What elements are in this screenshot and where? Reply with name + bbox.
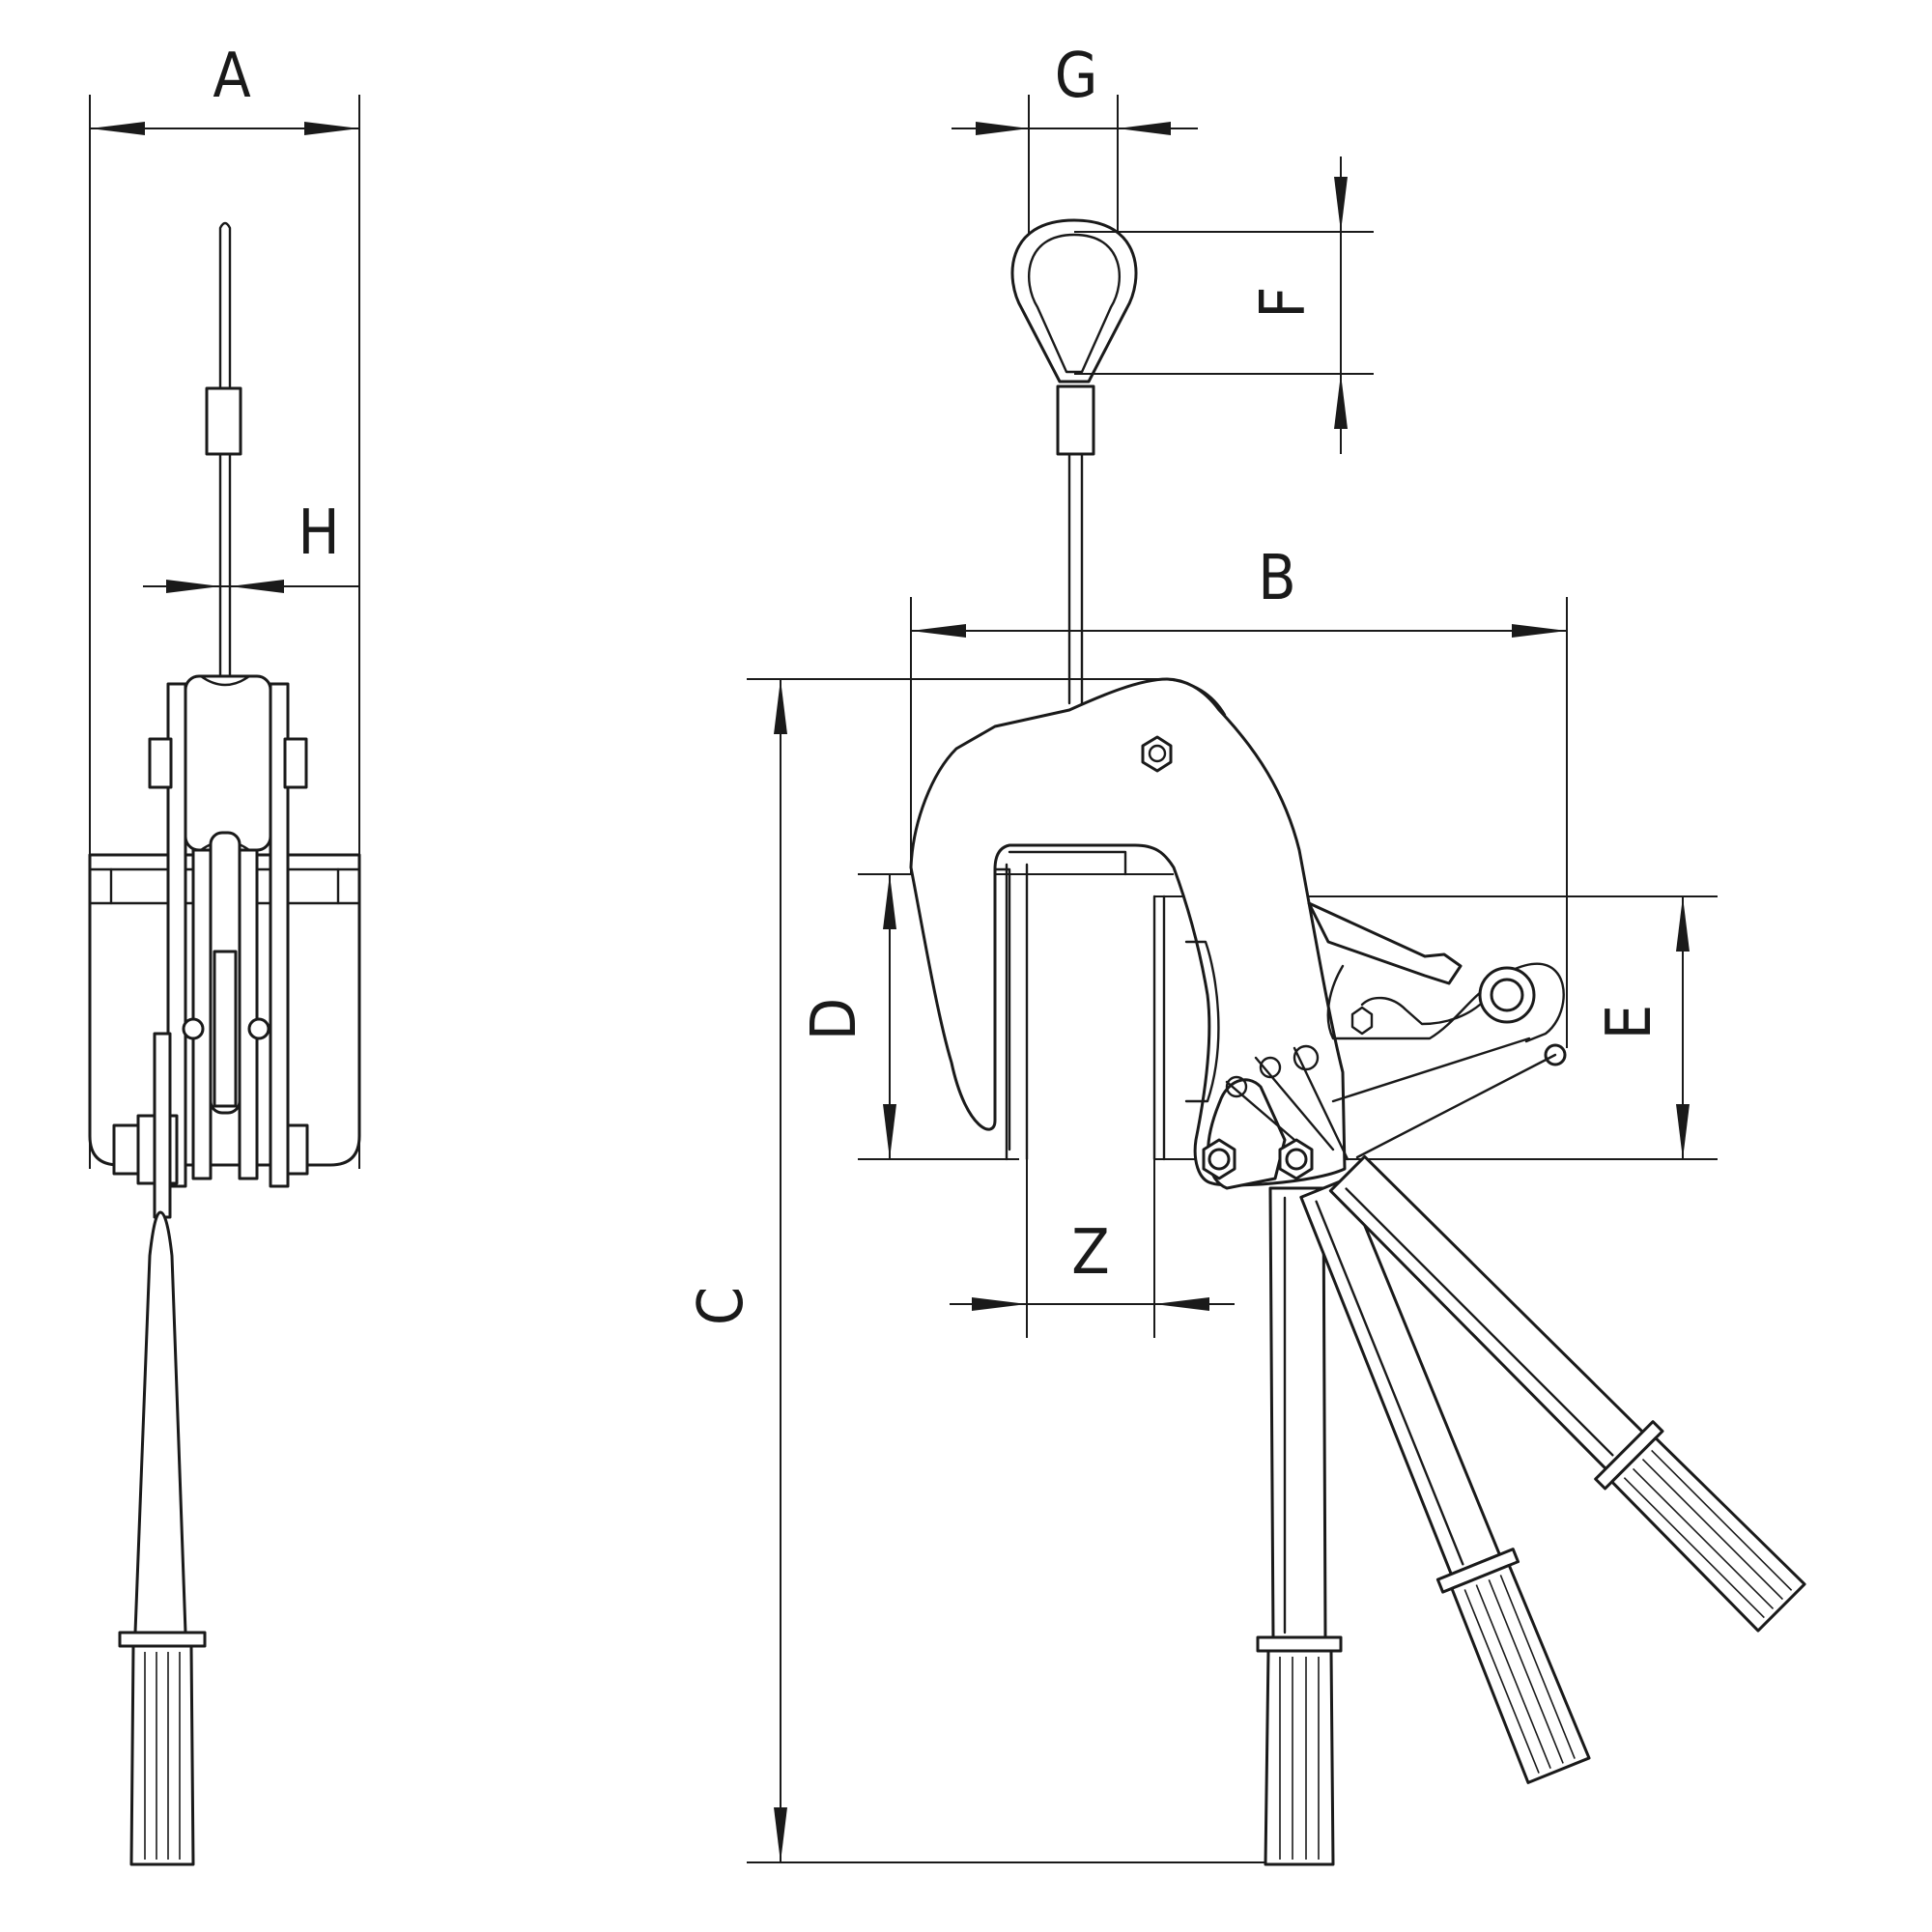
dimension-f: F: [1074, 156, 1374, 454]
dimension-c: C: [686, 678, 1333, 1863]
dimension-h: H: [143, 497, 359, 593]
handle-raised: [1328, 1154, 1806, 1633]
clamp-body: [909, 677, 1347, 1187]
side-view: A H: [88, 41, 361, 1866]
side-clamp-plates: [112, 674, 309, 1188]
dimension-d: D: [799, 873, 1174, 1160]
label-b: B: [1258, 543, 1296, 614]
front-wire-rope-eye: [1010, 218, 1138, 705]
label-f: F: [1248, 286, 1320, 318]
handle-vertical: [1256, 1186, 1343, 1866]
label-a: A: [213, 41, 250, 112]
label-c: C: [686, 1287, 757, 1325]
clamped-plate: [1005, 863, 1166, 1161]
handle-middle: [1299, 1178, 1591, 1784]
label-h: H: [298, 497, 339, 569]
label-g: G: [1055, 41, 1098, 112]
side-handle: [118, 1032, 207, 1866]
side-wire-rope: [205, 221, 242, 688]
label-z: Z: [1071, 1217, 1109, 1289]
lever-mechanism: [1307, 901, 1567, 1159]
front-view: G F B: [686, 41, 1806, 1866]
label-d: D: [799, 998, 870, 1040]
dimension-b: B: [910, 543, 1568, 1048]
link-plates: [1202, 1044, 1350, 1190]
dimension-z: Z: [950, 1159, 1235, 1338]
dimension-g: G: [952, 41, 1198, 237]
label-e: E: [1594, 1005, 1665, 1039]
dimension-a: A: [90, 41, 359, 135]
